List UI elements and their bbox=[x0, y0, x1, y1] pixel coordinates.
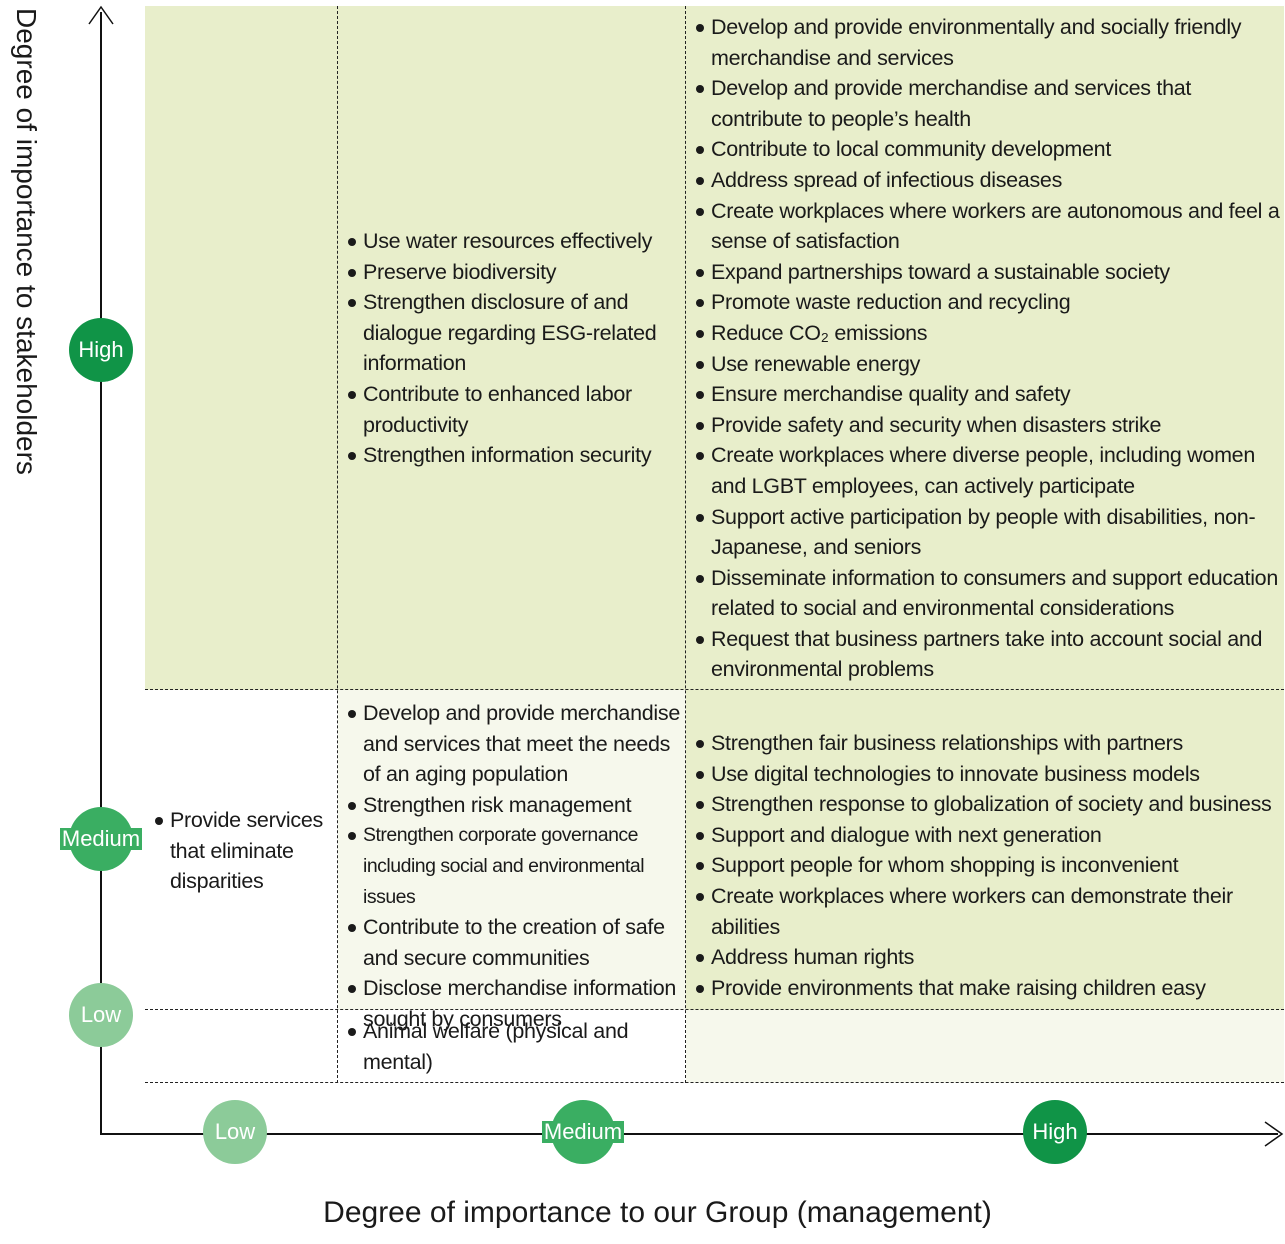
list-item: Request that business partners take into… bbox=[694, 624, 1282, 685]
list-item: Expand partnerships toward a sustainable… bbox=[694, 257, 1282, 288]
list-item: Disclose merchandise information sought … bbox=[346, 973, 684, 1034]
y-level-high: High bbox=[69, 318, 133, 382]
list-item: Address human rights bbox=[694, 942, 1282, 973]
y-level-low-label: Low bbox=[80, 1002, 122, 1027]
list-low-medium: Animal welfare (physical and mental) bbox=[346, 1016, 682, 1077]
list-item: Use renewable energy bbox=[694, 349, 1282, 380]
list-item: Address spread of infectious diseases bbox=[694, 165, 1282, 196]
grid-divider-horizontal-3 bbox=[145, 1082, 1284, 1083]
y-level-medium-label: Medium bbox=[59, 826, 143, 851]
x-axis-arrow-icon bbox=[1264, 1121, 1284, 1147]
list-item: Support people for whom shopping is inco… bbox=[694, 850, 1282, 881]
list-item: Develop and provide environmentally and … bbox=[694, 12, 1282, 73]
list-item: Support active participation by people w… bbox=[694, 502, 1282, 563]
list-medium-medium: Develop and provide merchandise and serv… bbox=[346, 698, 684, 1035]
list-item: Create workplaces where workers are auto… bbox=[694, 196, 1282, 257]
cell-medium-low bbox=[145, 690, 338, 1010]
list-item: Contribute to local community developmen… bbox=[694, 134, 1282, 165]
list-item: Strengthen fair business relationships w… bbox=[694, 728, 1282, 759]
cell-medium-high bbox=[686, 690, 1284, 1010]
cell-high-high bbox=[686, 6, 1284, 690]
list-item: Disseminate information to consumers and… bbox=[694, 563, 1282, 624]
list-item: Contribute to enhanced labor productivit… bbox=[346, 379, 682, 440]
x-axis-line bbox=[100, 1133, 1278, 1135]
grid-divider-horizontal-1 bbox=[145, 689, 1284, 690]
list-medium-low: Provide services that eliminate disparit… bbox=[153, 805, 335, 897]
x-level-low-label: Low bbox=[214, 1119, 256, 1144]
list-item: Strengthen information security bbox=[346, 440, 682, 471]
list-item: Support and dialogue with next generatio… bbox=[694, 820, 1282, 851]
y-axis-line bbox=[100, 12, 102, 1134]
list-item: Strengthen corporate governance includin… bbox=[346, 820, 684, 912]
list-item: Create workplaces where workers can demo… bbox=[694, 881, 1282, 942]
list-item: Provide environments that make raising c… bbox=[694, 973, 1282, 1004]
cell-medium-medium bbox=[338, 690, 686, 1010]
list-item: Animal welfare (physical and mental) bbox=[346, 1016, 682, 1077]
list-item: Use digital technologies to innovate bus… bbox=[694, 759, 1282, 790]
list-item: Use water resources effectively bbox=[346, 226, 682, 257]
list-item: Reduce CO₂ emissions bbox=[694, 318, 1282, 349]
grid-divider-vertical-1 bbox=[337, 6, 338, 1083]
list-item: Provide safety and security when disaste… bbox=[694, 410, 1282, 441]
y-axis-arrow-icon bbox=[88, 5, 114, 25]
list-item: Ensure merchandise quality and safety bbox=[694, 379, 1282, 410]
cell-high-low-bg bbox=[145, 6, 338, 690]
x-level-high-label: High bbox=[1032, 1119, 1078, 1144]
list-high-high: Develop and provide environmentally and … bbox=[694, 12, 1282, 685]
x-axis-title: Degree of importance to our Group (manag… bbox=[323, 1196, 992, 1229]
y-level-high-label: High bbox=[78, 337, 124, 362]
y-level-medium: Medium bbox=[59, 807, 143, 871]
list-item: Create workplaces where diverse people, … bbox=[694, 440, 1282, 501]
list-item: Develop and provide merchandise and serv… bbox=[694, 73, 1282, 134]
list-item: Contribute to the creation of safe and s… bbox=[346, 912, 684, 973]
list-item: Provide services that eliminate disparit… bbox=[153, 805, 335, 897]
y-axis-title: Degree of importance to stakeholders bbox=[11, 8, 42, 475]
list-item: Strengthen response to globalization of … bbox=[694, 789, 1282, 820]
cell-high-medium bbox=[338, 6, 686, 690]
x-level-high: High bbox=[1023, 1100, 1087, 1164]
cell-low-low bbox=[145, 1010, 338, 1083]
list-item: Strengthen disclosure of and dialogue re… bbox=[346, 287, 682, 379]
grid-divider-vertical-2 bbox=[685, 6, 686, 1083]
x-level-medium-label: Medium bbox=[541, 1119, 625, 1144]
x-level-low: Low bbox=[203, 1100, 267, 1164]
list-medium-high: Strengthen fair business relationships w… bbox=[694, 728, 1282, 1003]
x-level-medium: Medium bbox=[541, 1100, 625, 1164]
cell-low-high bbox=[686, 1010, 1284, 1083]
y-level-low: Low bbox=[69, 983, 133, 1047]
cell-low-medium bbox=[338, 1010, 686, 1083]
list-item: Promote waste reduction and recycling bbox=[694, 287, 1282, 318]
list-item: Strengthen risk management bbox=[346, 790, 684, 821]
grid-divider-horizontal-2 bbox=[145, 1009, 1284, 1010]
list-item: Develop and provide merchandise and serv… bbox=[346, 698, 684, 790]
list-item: Preserve biodiversity bbox=[346, 257, 682, 288]
